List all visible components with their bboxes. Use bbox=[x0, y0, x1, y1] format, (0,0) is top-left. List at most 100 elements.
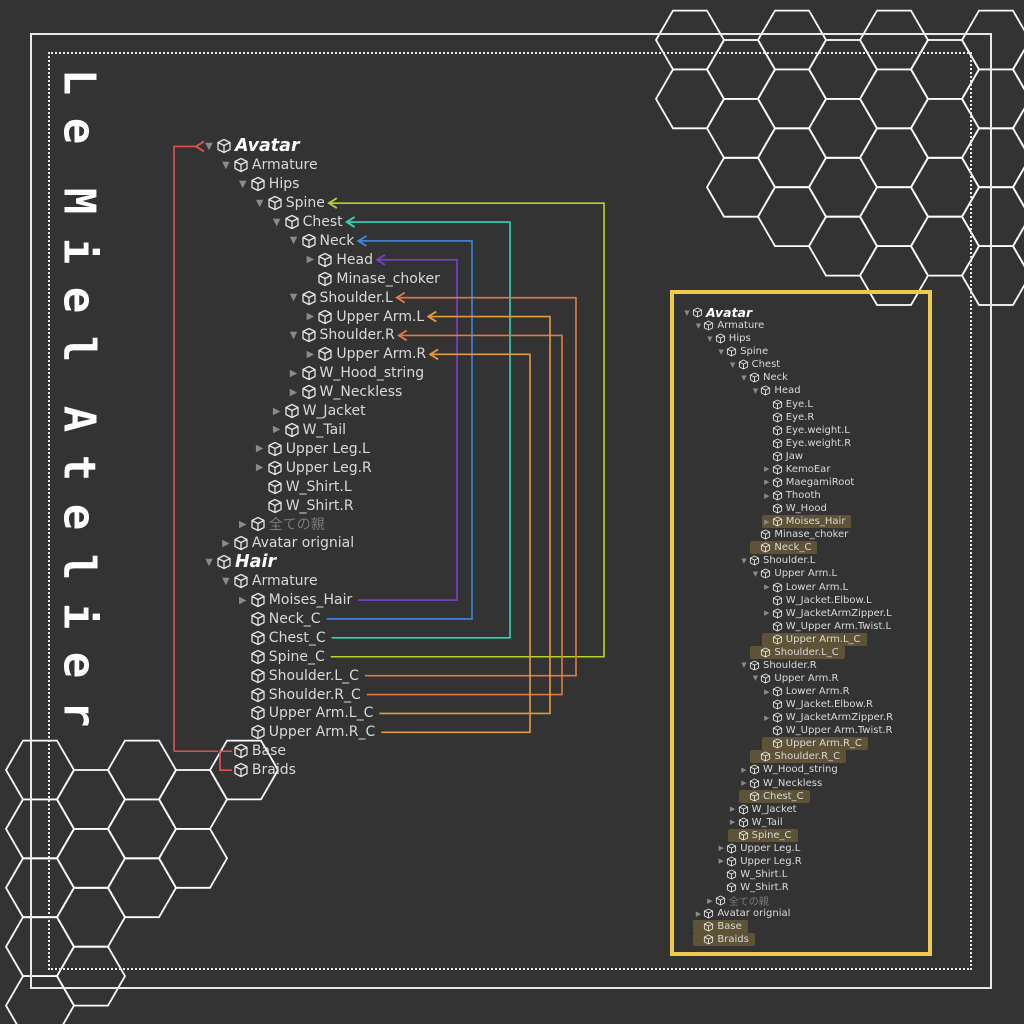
tree-row-jaw[interactable]: Jaw bbox=[762, 450, 803, 463]
tree-row-minase-choker[interactable]: Minase_choker bbox=[750, 528, 848, 541]
tree-row-neck[interactable]: ▼Neck bbox=[287, 232, 355, 251]
tree-row-w-neckless[interactable]: ▶W_Neckless bbox=[739, 777, 822, 790]
collapsed-arrow-icon[interactable]: ▶ bbox=[239, 594, 247, 606]
collapsed-arrow-icon[interactable]: ▶ bbox=[306, 254, 315, 266]
tree-row-shoulder-l-c[interactable]: Shoulder.L_C bbox=[750, 645, 845, 659]
tree-row-w-hood[interactable]: W_Hood bbox=[762, 502, 827, 515]
expanded-arrow-icon[interactable]: ▼ bbox=[707, 334, 713, 343]
tree-row-thooth[interactable]: ▶Thooth bbox=[762, 489, 821, 502]
expanded-arrow-icon[interactable]: ▼ bbox=[272, 216, 281, 228]
tree-row-shoulder-l-c[interactable]: Shoulder.L_C bbox=[236, 666, 359, 685]
collapsed-arrow-icon[interactable]: ▶ bbox=[718, 844, 724, 853]
tree-row-upper-leg-r[interactable]: ▶Upper Leg.R bbox=[716, 855, 801, 868]
tree-row-w-shirt-r[interactable]: W_Shirt.R bbox=[253, 496, 354, 515]
tree-row-neck-c[interactable]: Neck_C bbox=[750, 541, 818, 555]
tree-row-eye-l[interactable]: Eye.L bbox=[762, 397, 813, 410]
collapsed-arrow-icon[interactable]: ▶ bbox=[255, 443, 264, 455]
expanded-arrow-icon[interactable]: ▼ bbox=[752, 386, 759, 395]
tree-row-w-jacket-elbow-l[interactable]: W_Jacket.Elbow.L bbox=[762, 594, 872, 607]
collapsed-arrow-icon[interactable]: ▶ bbox=[707, 896, 713, 905]
expanded-arrow-icon[interactable]: ▼ bbox=[752, 674, 759, 683]
collapsed-arrow-icon[interactable]: ▶ bbox=[239, 518, 247, 530]
tree-row-w-shirt-l[interactable]: W_Shirt.L bbox=[253, 477, 352, 496]
collapsed-arrow-icon[interactable]: ▶ bbox=[695, 909, 702, 918]
tree-row-kemoear[interactable]: ▶KemoEar bbox=[762, 463, 830, 476]
tree-row-base[interactable]: Base bbox=[219, 742, 286, 761]
collapsed-arrow-icon[interactable]: ▶ bbox=[306, 348, 315, 360]
expanded-arrow-icon[interactable]: ▼ bbox=[289, 329, 298, 341]
tree-row-avatar-orignial[interactable]: ▶Avatar orignial bbox=[693, 907, 791, 920]
expanded-arrow-icon[interactable]: ▼ bbox=[695, 321, 702, 330]
expanded-arrow-icon[interactable]: ▼ bbox=[684, 308, 690, 317]
tree-row-head[interactable]: ▼Head bbox=[750, 384, 801, 397]
tree-row-hair[interactable]: ▼Hair bbox=[202, 552, 276, 572]
expanded-arrow-icon[interactable]: ▼ bbox=[222, 575, 230, 587]
expanded-arrow-icon[interactable]: ▼ bbox=[741, 661, 747, 670]
expanded-arrow-icon[interactable]: ▼ bbox=[741, 556, 747, 565]
tree-row-upper-arm-r[interactable]: ▶Upper Arm.R bbox=[303, 345, 427, 364]
collapsed-arrow-icon[interactable]: ▶ bbox=[718, 857, 724, 866]
tree-row-node[interactable]: ▶全ての親 bbox=[705, 894, 769, 908]
tree-row-w-hood-string[interactable]: ▶W_Hood_string bbox=[287, 364, 424, 383]
tree-row-avatar-orignial[interactable]: ▶Avatar orignial bbox=[219, 534, 354, 553]
collapsed-arrow-icon[interactable]: ▶ bbox=[729, 805, 736, 814]
expanded-arrow-icon[interactable]: ▼ bbox=[239, 178, 247, 190]
tree-row-upper-arm-l[interactable]: ▶Upper Arm.L bbox=[303, 307, 425, 326]
tree-row-eye-weight-r[interactable]: Eye.weight.R bbox=[762, 437, 851, 450]
expanded-arrow-icon[interactable]: ▼ bbox=[741, 373, 747, 382]
tree-row-spine[interactable]: ▼Spine bbox=[253, 194, 325, 213]
tree-row-braids[interactable]: Braids bbox=[219, 761, 296, 780]
tree-row-upper-arm-r-c[interactable]: Upper Arm.R_C bbox=[236, 723, 375, 742]
tree-row-moises-hair[interactable]: ▶Moises_Hair bbox=[236, 591, 352, 610]
tree-row-hips[interactable]: ▼Hips bbox=[705, 332, 751, 345]
expanded-arrow-icon[interactable]: ▼ bbox=[289, 235, 298, 247]
collapsed-arrow-icon[interactable]: ▶ bbox=[764, 609, 770, 618]
collapsed-arrow-icon[interactable]: ▶ bbox=[289, 386, 298, 398]
collapsed-arrow-icon[interactable]: ▶ bbox=[764, 465, 770, 474]
expanded-arrow-icon[interactable]: ▼ bbox=[205, 140, 213, 152]
tree-row-upper-leg-l[interactable]: ▶Upper Leg.L bbox=[716, 842, 800, 855]
tree-row-upper-leg-r[interactable]: ▶Upper Leg.R bbox=[253, 458, 372, 477]
collapsed-arrow-icon[interactable]: ▶ bbox=[764, 478, 770, 487]
tree-row-w-upper-arm-twist-l[interactable]: W_Upper Arm.Twist.L bbox=[762, 620, 891, 633]
tree-row-shoulder-l[interactable]: ▼Shoulder.L bbox=[287, 288, 393, 307]
tree-row-upper-arm-l[interactable]: ▼Upper Arm.L bbox=[750, 567, 837, 580]
tree-row-w-neckless[interactable]: ▶W_Neckless bbox=[287, 383, 403, 402]
tree-row-w-tail[interactable]: ▶W_Tail bbox=[270, 421, 346, 440]
collapsed-arrow-icon[interactable]: ▶ bbox=[289, 367, 298, 379]
collapsed-arrow-icon[interactable]: ▶ bbox=[764, 687, 770, 696]
expanded-arrow-icon[interactable]: ▼ bbox=[205, 556, 213, 568]
tree-row-hips[interactable]: ▼Hips bbox=[236, 175, 299, 194]
tree-row-node[interactable]: ▶全ての親 bbox=[236, 515, 325, 534]
expanded-arrow-icon[interactable]: ▼ bbox=[752, 569, 759, 578]
tree-row-shoulder-r-c[interactable]: Shoulder.R_C bbox=[236, 685, 361, 704]
tree-row-lower-arm-r[interactable]: ▶Lower Arm.R bbox=[762, 685, 849, 698]
tree-row-avatar[interactable]: ▼Avatar bbox=[682, 305, 752, 320]
expanded-arrow-icon[interactable]: ▼ bbox=[289, 292, 298, 304]
collapsed-arrow-icon[interactable]: ▶ bbox=[741, 779, 747, 788]
tree-row-armature[interactable]: ▼Armature bbox=[219, 572, 318, 591]
tree-row-w-shirt-l[interactable]: W_Shirt.L bbox=[716, 868, 787, 881]
expanded-arrow-icon[interactable]: ▼ bbox=[729, 360, 736, 369]
tree-row-w-jacket[interactable]: ▶W_Jacket bbox=[270, 402, 366, 421]
tree-row-w-tail[interactable]: ▶W_Tail bbox=[728, 816, 783, 829]
tree-row-chest-c[interactable]: Chest_C bbox=[739, 789, 810, 803]
tree-row-maegamiroot[interactable]: ▶MaegamiRoot bbox=[762, 476, 854, 489]
tree-row-upper-arm-r[interactable]: ▼Upper Arm.R bbox=[750, 672, 839, 685]
tree-row-neck[interactable]: ▼Neck bbox=[739, 371, 788, 384]
tree-row-w-jacket-elbow-r[interactable]: W_Jacket.Elbow.R bbox=[762, 698, 873, 711]
tree-row-chest[interactable]: ▼Chest bbox=[728, 358, 780, 371]
tree-row-w-jacket[interactable]: ▶W_Jacket bbox=[728, 803, 797, 816]
expanded-arrow-icon[interactable]: ▼ bbox=[222, 159, 230, 171]
collapsed-arrow-icon[interactable]: ▶ bbox=[272, 405, 281, 417]
tree-row-w-jacketarmzipper-r[interactable]: ▶W_JacketArmZipper.R bbox=[762, 711, 893, 724]
tree-row-eye-weight-l[interactable]: Eye.weight.L bbox=[762, 424, 850, 437]
tree-row-upper-arm-r-c[interactable]: Upper Arm.R_C bbox=[761, 737, 868, 751]
tree-row-neck-c[interactable]: Neck_C bbox=[236, 610, 320, 629]
tree-row-head[interactable]: ▶Head bbox=[303, 250, 373, 269]
tree-row-eye-r[interactable]: Eye.R bbox=[762, 411, 814, 424]
tree-row-moises-hair[interactable]: ▶Moises_Hair bbox=[761, 515, 852, 529]
collapsed-arrow-icon[interactable]: ▶ bbox=[729, 818, 736, 827]
tree-row-spine[interactable]: ▼Spine bbox=[716, 345, 768, 358]
collapsed-arrow-icon[interactable]: ▶ bbox=[764, 583, 770, 591]
